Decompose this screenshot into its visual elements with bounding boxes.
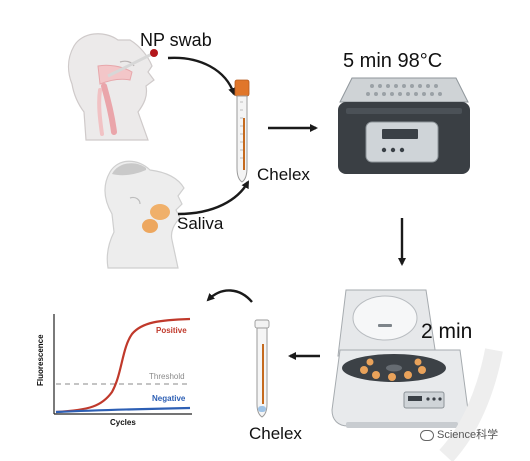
arrow-saliva-to-tube xyxy=(177,180,250,216)
chelex-top-label: Chelex xyxy=(257,165,310,184)
swab-tip xyxy=(150,49,158,57)
np-swab-person-illustration xyxy=(67,33,155,141)
negative-label: Negative xyxy=(152,394,186,403)
watermark-arc xyxy=(439,348,503,461)
watermark-text: Science科学 xyxy=(437,429,499,441)
chelex-tube-bottom xyxy=(254,319,270,418)
chart-x-label: Cycles xyxy=(110,418,136,427)
positive-label: Positive xyxy=(156,326,187,335)
arrow-swab-to-tube xyxy=(167,56,236,96)
negative-curve xyxy=(55,406,191,414)
np-swab-label: NP swab xyxy=(140,30,212,50)
saliva-person-illustration xyxy=(104,160,185,269)
chart-y-label: Fluorescence xyxy=(36,334,45,386)
threshold-label: Threshold xyxy=(149,372,185,381)
chelex-bottom-label: Chelex xyxy=(249,424,302,443)
spin-step-label: 2 min xyxy=(421,320,473,343)
watermark: Science科学 xyxy=(420,426,498,442)
heat-step-label: 5 min 98°C xyxy=(343,50,443,72)
heat-block-illustration xyxy=(338,77,470,174)
chelex-tube-top xyxy=(234,79,250,183)
positive-curve xyxy=(55,317,191,414)
swab-stick xyxy=(107,52,153,78)
centrifuge-illustration xyxy=(331,289,469,428)
arrow-tube-to-chart xyxy=(206,289,253,303)
wechat-icon xyxy=(420,429,434,441)
amplification-chart xyxy=(53,314,192,415)
saliva-label: Saliva xyxy=(177,214,224,233)
